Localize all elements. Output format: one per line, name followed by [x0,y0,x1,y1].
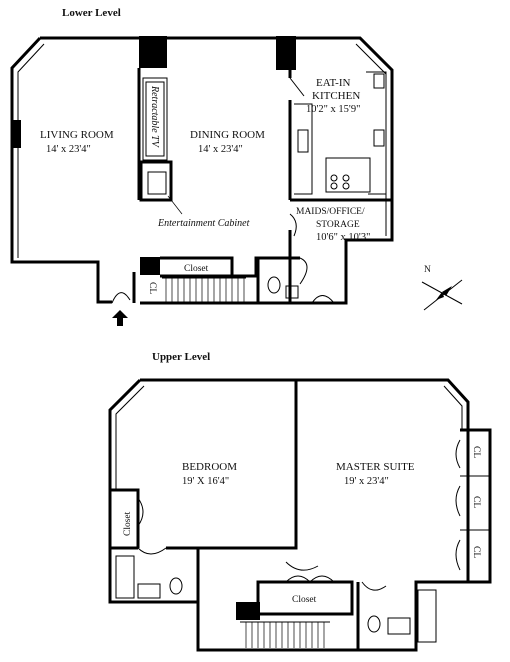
column-right [276,36,296,70]
master-bath-sink [387,617,411,635]
lower-level-title: Lower Level [62,7,121,19]
maids-name-line1: MAIDS/OFFICE/ [296,207,365,217]
master-bathtub [417,589,437,643]
kitchen-counter-right [366,71,387,195]
entertainment-cabinet-inner [147,171,167,195]
master-closets-outline [460,428,492,584]
entry-closet-label: CL [147,282,157,294]
lower-bay-inner-left [17,43,45,258]
kitchen-sink [297,129,309,153]
bedroom-closet-wall [110,488,140,548]
upper-level-title: Upper Level [152,351,210,363]
master-closet-dividers [460,475,490,531]
master-closet-door-1 [455,439,461,469]
cooktop-burner-3 [330,182,338,190]
bedroom-wall [166,380,298,550]
living-room-size: 14' x 23'4" [46,144,91,155]
cooktop-burner-2 [342,174,350,182]
master-door-swing [285,561,319,571]
master-closet-2-label: CL [471,496,481,508]
retractable-tv-cabinet [142,77,168,161]
master-suite-name: MASTER SUITE [336,461,415,473]
bedroom-bath-toilet [169,577,183,595]
retractable-tv-inner [145,81,165,157]
powder-room-door-swing [299,257,308,285]
powder-room-sink [285,285,299,299]
lower-level-plan: Lower Level Retractable TV Entertainment… [10,7,463,326]
master-closet-door-2 [455,485,461,517]
master-closet-3-label: CL [471,546,481,558]
bedroom-size: 19' X 16'4" [182,476,229,487]
entertainment-cabinet-label: Entertainment Cabinet [157,218,250,229]
cooktop-burner-4 [342,182,350,190]
upper-stair-column [236,602,260,620]
living-room-name: LIVING ROOM [40,129,114,141]
dining-room-name: DINING ROOM [190,129,265,141]
maids-size: 10'6" x 10'3" [316,232,370,243]
maids-name-line2: STORAGE [316,220,360,230]
service-door-swing [311,295,335,304]
kitchen-counter-left [294,103,313,195]
upper-stairs [240,621,330,648]
kitchen-name-line2: KITCHEN [312,90,360,102]
entertainment-cabinet [139,160,173,202]
entry-door-swing [111,292,131,304]
bedroom-bath-sink [137,583,161,599]
upper-bay-inner-left [115,385,145,490]
bedroom-name: BEDROOM [182,461,237,473]
upper-bay-inner-right [443,385,463,430]
kitchen-name-line1: EAT-IN [316,77,350,89]
kitchen-size: 10'2" x 15'9" [306,104,360,115]
lower-outer-wall-right [40,36,394,305]
bedroom-closet-door [137,497,144,527]
stair-landing [232,256,258,278]
lower-outer-wall [10,36,112,304]
entrance-arrow-icon [112,310,128,326]
master-closet-1-label: CL [471,446,481,458]
upper-level-plan: Upper Level Closet CL CL CL Closet [108,351,492,652]
lower-closet-box [160,256,234,278]
kitchen-appliance [373,73,385,89]
bedroom-bathtub [115,555,135,599]
retractable-tv-label: Retractable TV [149,85,160,149]
column-center [139,36,167,68]
master-bath-door-swing [361,581,387,591]
powder-room-toilet [267,276,281,294]
kitchen-door-leaf [289,77,305,97]
cooktop-burner-1 [330,174,338,182]
hall-closet-label: Closet [292,595,317,605]
hall-closet-doors [285,575,335,583]
entertainment-cabinet-pointer [167,195,183,215]
maids-door-swing [289,213,297,237]
compass-north-label: N [424,265,431,275]
bedroom-closet-label: Closet [123,511,133,536]
dining-room-size: 14' x 23'4" [198,144,243,155]
lower-closet-label: Closet [184,264,209,274]
kitchen-dishwasher [373,129,385,147]
master-suite-size: 19' x 23'4" [344,476,389,487]
column-stair [140,257,160,275]
compass-icon: N [421,265,463,311]
master-bath-toilet [367,615,381,633]
upper-outer-wall [108,378,470,652]
lower-stairs [165,278,245,302]
kitchen-island [325,157,371,193]
bedroom-door-swing [137,547,167,555]
column-left [12,120,21,148]
master-closet-door-3 [455,539,461,571]
